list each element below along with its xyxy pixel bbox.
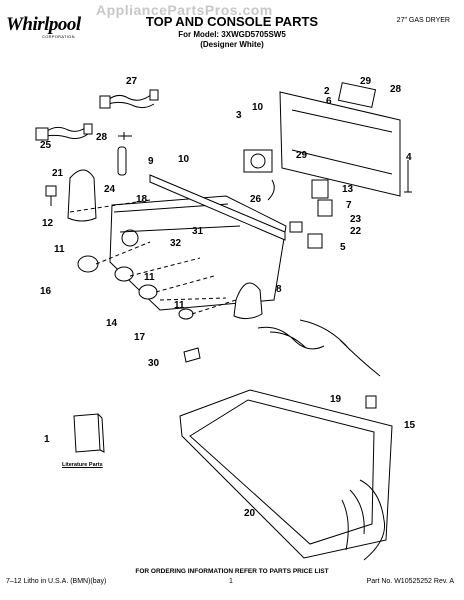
screw-28 bbox=[118, 132, 132, 140]
callout-22: 22 bbox=[350, 226, 362, 237]
callout-19: 19 bbox=[330, 394, 342, 405]
callout-31: 31 bbox=[192, 226, 204, 237]
button-22 bbox=[289, 221, 303, 233]
logo-subtitle: CORPORATION bbox=[42, 34, 75, 39]
backsplash-2 bbox=[279, 91, 401, 197]
clip-19 bbox=[365, 395, 377, 409]
callout-23: 23 bbox=[350, 214, 362, 225]
knob-14b bbox=[138, 284, 158, 300]
connector-25a bbox=[35, 127, 49, 141]
connector-27b bbox=[149, 89, 159, 101]
callout-21: 21 bbox=[52, 168, 64, 179]
console-panel-hole bbox=[121, 229, 139, 247]
wire-harness-27 bbox=[107, 93, 155, 109]
callout-6: 6 bbox=[326, 96, 332, 107]
color-variant: (Designer White) bbox=[200, 40, 264, 49]
literature-parts-label: Literature Parts bbox=[62, 462, 103, 468]
knob-16 bbox=[77, 255, 99, 273]
screw-4 bbox=[404, 160, 412, 193]
callout-10-left: 10 bbox=[178, 154, 190, 165]
model-line: For Model: 3XWGD5705SW5 bbox=[178, 30, 286, 39]
callout-15: 15 bbox=[404, 420, 416, 431]
connector-25b bbox=[83, 123, 93, 135]
litho-info: 7–12 Litho in U.S.A. (BMN)(bay) bbox=[6, 578, 107, 585]
end-cap-8 bbox=[233, 282, 263, 320]
callout-11-c: 11 bbox=[174, 300, 185, 311]
callout-5: 5 bbox=[340, 242, 346, 253]
callout-13: 13 bbox=[342, 184, 354, 195]
knob-14a bbox=[114, 266, 134, 282]
switch-5 bbox=[307, 233, 323, 249]
callout-2: 2 bbox=[324, 86, 330, 97]
timer-3 bbox=[243, 149, 273, 173]
screw-12 bbox=[45, 185, 57, 206]
callout-11-a: 11 bbox=[54, 244, 65, 255]
callout-25: 25 bbox=[40, 140, 52, 151]
console-end-cap-21 bbox=[67, 169, 97, 222]
callout-18: 18 bbox=[136, 194, 148, 205]
callout-10-right: 10 bbox=[252, 102, 264, 113]
watermark: AppliancePartsPros.com bbox=[96, 2, 273, 18]
callout-28-right: 28 bbox=[390, 84, 402, 95]
callout-27: 27 bbox=[126, 76, 138, 87]
page-title: TOP AND CONSOLE PARTS bbox=[145, 14, 319, 29]
callout-20: 20 bbox=[244, 508, 256, 519]
bracket-6 bbox=[337, 82, 377, 108]
product-type: 27" GAS DRYER bbox=[396, 17, 450, 24]
callout-29-mid: 29 bbox=[296, 150, 308, 161]
top-panel-inner bbox=[189, 399, 375, 545]
thermal-fuse-18 bbox=[117, 146, 127, 176]
callout-9: 9 bbox=[148, 156, 154, 167]
callout-14: 14 bbox=[106, 318, 118, 329]
callout-3: 3 bbox=[236, 110, 242, 121]
callout-30: 30 bbox=[148, 358, 160, 369]
timer-dial bbox=[250, 153, 266, 169]
part-30 bbox=[183, 347, 201, 363]
switch-13 bbox=[311, 179, 329, 199]
wire-harness-25 bbox=[45, 125, 89, 139]
wire-harness-15 bbox=[341, 479, 386, 561]
literature-edge bbox=[97, 413, 105, 453]
callout-26: 26 bbox=[250, 194, 262, 205]
callout-4: 4 bbox=[406, 152, 412, 163]
ordering-note: FOR ORDERING INFORMATION REFER TO PARTS … bbox=[135, 568, 329, 575]
callout-24: 24 bbox=[104, 184, 116, 195]
callout-11-b: 11 bbox=[144, 272, 155, 283]
backsplash-lines bbox=[291, 109, 393, 175]
console-panel-24 bbox=[109, 195, 287, 311]
console-rail-9 bbox=[149, 174, 286, 241]
literature-1 bbox=[73, 413, 101, 453]
callout-1: 1 bbox=[44, 434, 50, 445]
callout-7: 7 bbox=[346, 200, 352, 211]
switch-7 bbox=[317, 199, 333, 217]
callout-16: 16 bbox=[40, 286, 52, 297]
callout-8: 8 bbox=[276, 284, 282, 295]
callout-12: 12 bbox=[42, 218, 54, 229]
callout-29-top: 29 bbox=[360, 76, 372, 87]
callout-28-left: 28 bbox=[96, 132, 108, 143]
callout-32: 32 bbox=[170, 238, 182, 249]
callout-17: 17 bbox=[134, 332, 146, 343]
top-panel-20 bbox=[179, 389, 393, 559]
wire-harness-top bbox=[257, 319, 381, 377]
part-number: Part No. W10525252 Rev. A bbox=[366, 578, 454, 585]
whirlpool-logo: Whirlpool bbox=[6, 14, 81, 35]
connector-27a bbox=[99, 95, 111, 109]
page-number: 1 bbox=[229, 578, 233, 585]
harness-26 bbox=[267, 179, 275, 201]
